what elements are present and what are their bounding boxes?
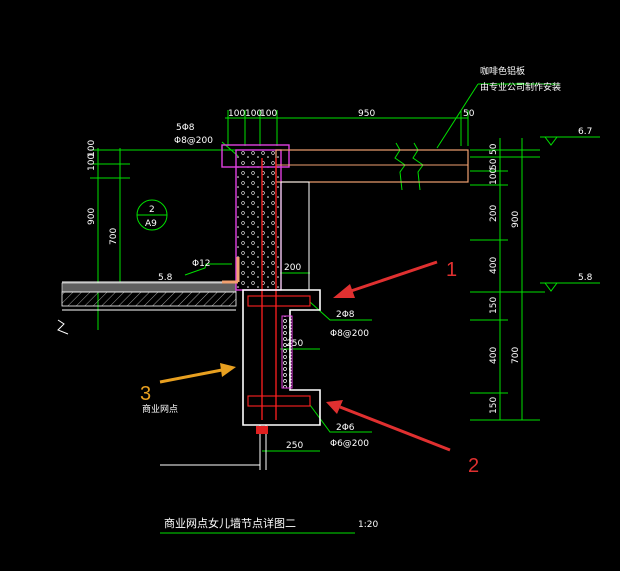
dim-top-950: 950 — [358, 109, 375, 119]
dim-r-100: 100 — [489, 168, 499, 185]
dim-r-400b: 400 — [489, 347, 499, 364]
dim-w-200: 200 — [284, 263, 301, 273]
lower-beam — [160, 289, 321, 470]
detail-sheet: A9 — [145, 219, 157, 229]
level-mid: 5.8 — [578, 273, 593, 283]
dim-w-250a: 250 — [286, 339, 303, 349]
dim-top-100c: 100 — [260, 109, 277, 119]
rebar-mid-count: 2Φ8 — [336, 310, 355, 320]
dim-left-700: 700 — [109, 228, 119, 245]
note-line-1: 咖啡色铝板 — [480, 65, 525, 77]
level-top: 6.7 — [578, 127, 592, 137]
floor-slab — [57, 281, 237, 335]
rebar-mid-spacing: Φ8@200 — [330, 329, 369, 339]
dimension-lines — [90, 83, 600, 452]
dim-top-50: 50 — [463, 109, 475, 119]
dim-left-900: 900 — [87, 208, 97, 225]
dim-top-100b: 100 — [245, 109, 262, 119]
rebar-bot-spacing: Φ6@200 — [330, 439, 369, 449]
dim-w-250b: 250 — [286, 441, 303, 451]
dim-left-100a: 100 — [87, 140, 97, 157]
dim-r-50b: 50 — [489, 158, 499, 170]
rebar-top-spacing: Φ8@200 — [174, 136, 213, 146]
drawing-title: 商业网点女儿墙节点详图二 — [164, 516, 296, 530]
level-left: 5.8 — [158, 273, 173, 283]
note-line-2: 由专业公司制作安装 — [480, 81, 561, 93]
dim-r-150a: 150 — [489, 297, 499, 314]
shop-label: 商业网点 — [142, 403, 178, 415]
detail-number: 2 — [149, 205, 155, 215]
rebar-top-count: 5Φ8 — [176, 123, 195, 133]
parapet-wall — [221, 144, 469, 420]
bar-mark: Φ12 — [192, 259, 211, 269]
rebar-bot-count: 2Φ6 — [336, 423, 355, 433]
dim-r-400a: 400 — [489, 257, 499, 274]
drawing-scale: 1:20 — [358, 520, 378, 530]
dim-r-50a: 50 — [489, 143, 499, 155]
dim-r-900: 900 — [511, 211, 521, 228]
marker-1: 1 — [446, 259, 457, 281]
dim-r-700: 700 — [511, 347, 521, 364]
marker-2: 2 — [468, 455, 479, 477]
marker-3: 3 — [140, 383, 151, 405]
dim-left-100b: 100 — [87, 154, 97, 171]
dim-r-150b: 150 — [489, 397, 499, 414]
dim-top-100a: 100 — [228, 109, 245, 119]
annotation-arrows — [159, 260, 451, 452]
dim-r-200: 200 — [489, 205, 499, 222]
